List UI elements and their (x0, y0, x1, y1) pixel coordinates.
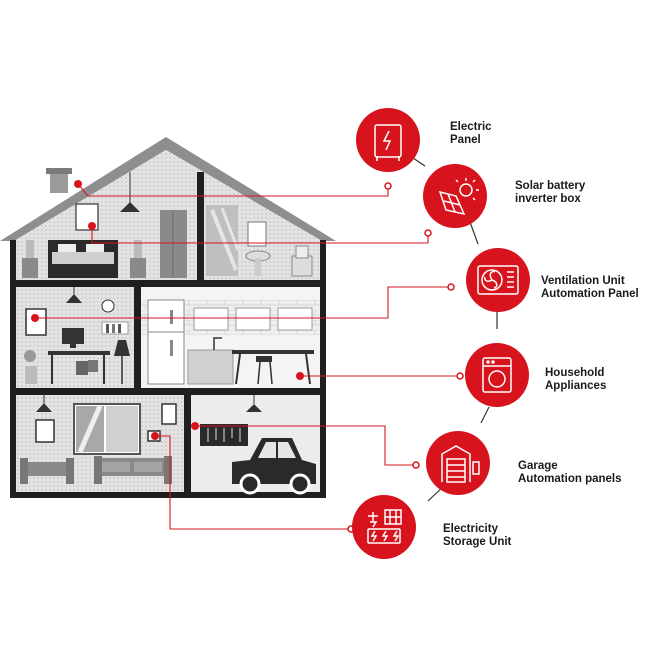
label-ventilation: Ventilation Unit Automation Panel (541, 275, 639, 300)
label-garage: Garage Automation panels (518, 460, 622, 485)
car (232, 438, 316, 484)
living-room (20, 395, 177, 484)
connectors (35, 183, 460, 530)
ventilation-node (466, 248, 530, 312)
electric-panel-node (356, 108, 420, 172)
washing-machine-icon (482, 357, 512, 393)
circle-chain (412, 157, 498, 502)
appliances-node (465, 343, 529, 407)
attic-bedroom (22, 172, 187, 278)
solar-panel-icon (438, 178, 479, 216)
chimney (50, 173, 68, 193)
label-appliances: Household Appliances (545, 367, 607, 392)
garage-room (200, 395, 316, 495)
label-solar-inverter: Solar battery inverter box (515, 180, 586, 205)
house (0, 137, 336, 498)
electric-panel-icon (374, 124, 402, 161)
connector-dots (31, 180, 304, 440)
office (24, 287, 130, 384)
label-storage: Electricity Storage Unit (443, 523, 512, 548)
connector-solar-inverter (91, 226, 429, 244)
battery-storage-icon (367, 509, 402, 544)
garage-icon (441, 445, 480, 483)
storage-node (352, 495, 416, 559)
solar-inverter-node (423, 164, 487, 228)
connector-garage (195, 425, 415, 466)
kitchen (147, 299, 314, 385)
connector-storage (155, 435, 350, 530)
garage-node (426, 431, 490, 495)
connector-electric-panel (77, 183, 389, 197)
label-electric-panel: Electric Panel (450, 121, 492, 146)
connector-ventilation (35, 286, 450, 319)
fan-icon (477, 265, 519, 295)
house-frame (10, 240, 16, 498)
connector-ends (347, 182, 464, 533)
bathroom (206, 205, 313, 277)
